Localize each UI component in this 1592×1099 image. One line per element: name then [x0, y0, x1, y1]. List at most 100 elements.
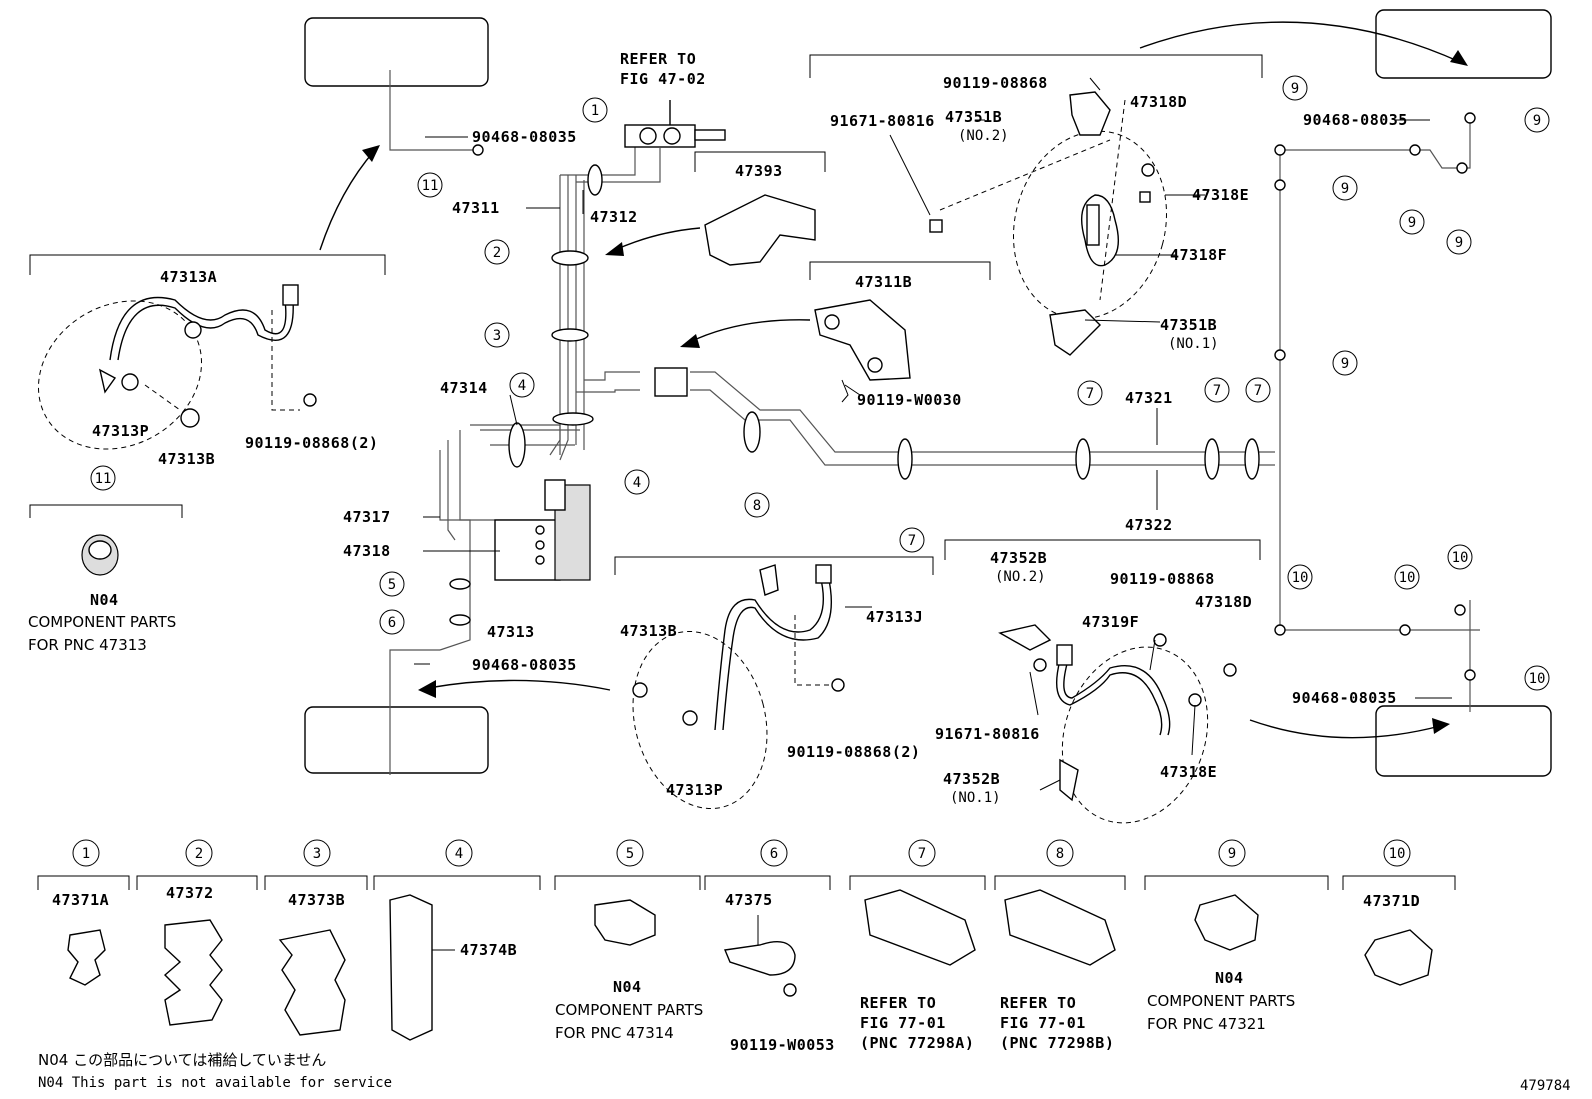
abs-actuator-icon: [494, 479, 591, 581]
label-47372: 47372: [166, 884, 214, 902]
label-no1-top: (NO.1): [1168, 336, 1219, 352]
label-47371A: 47371A: [52, 891, 109, 909]
label-47313P-mid: 47313P: [666, 781, 723, 799]
pipe-clamps: [449, 164, 1260, 626]
three-way-connector: [654, 367, 688, 397]
bottom-circle-5: 5: [616, 839, 644, 867]
svg-text:9: 9: [1533, 113, 1541, 129]
svg-text:10: 10: [1452, 550, 1469, 566]
label-91671-80816-top: 91671-80816: [830, 112, 935, 130]
label-47311: 47311: [452, 199, 500, 217]
screw-90119-W0053-icon: [783, 983, 797, 997]
svg-text:7: 7: [1086, 386, 1094, 402]
svg-text:10: 10: [1529, 671, 1546, 687]
label-refer-7-3: (PNC 77298A): [860, 1034, 974, 1052]
label-47352B-top: 47352B: [990, 549, 1047, 567]
circle-ref-3: 3: [484, 322, 510, 348]
label-47311B: 47311B: [855, 273, 912, 291]
bottom-circle-1: 1: [72, 839, 100, 867]
svg-text:2: 2: [493, 245, 501, 261]
circle-ref-7-d: 7: [1245, 377, 1271, 403]
circle-ref-5: 5: [379, 571, 405, 597]
label-90119-08868-2-left: 90119-08868(2): [245, 434, 378, 452]
label-90119-08868-top: 90119-08868: [943, 74, 1048, 92]
clamp-47375-icon: [724, 941, 796, 976]
clip-47373B-icon: [278, 929, 346, 1036]
label-refer-to: REFER TO: [620, 50, 696, 68]
label-47374B: 47374B: [460, 941, 517, 959]
svg-text:6: 6: [770, 846, 778, 862]
label-90119-W0030: 90119-W0030: [857, 391, 962, 409]
label-47321: 47321: [1125, 389, 1173, 407]
svg-text:4: 4: [455, 846, 463, 862]
part-labels: REFER TO FIG 47-02 90468-08035 47311 473…: [28, 50, 1408, 806]
bottom-circle-2: 2: [185, 839, 213, 867]
svg-text:4: 4: [518, 378, 526, 394]
label-47313A: 47313A: [160, 268, 217, 286]
label-47318E-bot: 47318E: [1160, 763, 1217, 781]
label-47319F: 47319F: [1082, 613, 1139, 631]
svg-text:9: 9: [1291, 81, 1299, 97]
bracket-47311B-icon: [814, 299, 911, 403]
label-47351B-top: 47351B: [945, 108, 1002, 126]
grommet-icon: [81, 534, 119, 576]
circle-ref-7-a: 7: [899, 527, 925, 553]
arrow-47393: [614, 227, 701, 251]
circle-ref-6: 6: [379, 609, 405, 635]
flex-hose-47319F-icon: [998, 624, 1237, 824]
circle-ref-8: 8: [744, 492, 770, 518]
svg-text:5: 5: [388, 577, 396, 593]
label-no1-bot: (NO.1): [950, 790, 1001, 806]
label-refer-8-2: FIG 77-01: [1000, 1014, 1086, 1032]
svg-text:7: 7: [908, 533, 916, 549]
circle-ref-9-a: 9: [1282, 75, 1308, 101]
clip-7-icon: [864, 889, 976, 966]
leader-lines: [414, 77, 1452, 791]
bottom-circle-9: 9: [1218, 839, 1246, 867]
circle-ref-4-mid: 4: [624, 469, 650, 495]
svg-text:3: 3: [493, 328, 501, 344]
figure-id: 479784: [1520, 1078, 1571, 1094]
rear-left-ref-box: [304, 706, 489, 774]
label-refer-8-1: REFER TO: [1000, 994, 1076, 1012]
footer-note-jp: N04 この部品については補給していません: [38, 1051, 326, 1069]
label-90468-08035-right-top: 90468-08035: [1303, 111, 1408, 129]
svg-text:9: 9: [1455, 235, 1463, 251]
svg-text:2: 2: [195, 846, 203, 862]
circle-ref-9-f: 9: [1524, 107, 1550, 133]
label-47375: 47375: [725, 891, 773, 909]
svg-text:11: 11: [422, 178, 439, 194]
svg-text:1: 1: [82, 846, 90, 862]
circle-ref-4-top: 4: [509, 372, 535, 398]
bottom-circle-8: 8: [1046, 839, 1074, 867]
bracket-47393-icon: [704, 194, 816, 266]
circle-ref-7-b: 7: [1077, 380, 1103, 406]
circle-ref-11-left: 11: [90, 465, 116, 491]
circle-ref-10-a: 10: [1287, 564, 1313, 590]
clip-47372-icon: [163, 919, 223, 1026]
label-47371D: 47371D: [1363, 892, 1420, 910]
label-for-pnc-47313: FOR PNC 47313: [28, 636, 147, 654]
bottom-parts-row: 1 2 3 4 5 6 7 8 9 10 47371A 47372 47373B…: [37, 839, 1456, 1054]
label-47393: 47393: [735, 162, 783, 180]
label-90119-08868-right: 90119-08868: [1110, 570, 1215, 588]
front-right-ref-box: [1375, 9, 1552, 79]
svg-text:10: 10: [1292, 570, 1309, 586]
circle-ref-9-e: 9: [1446, 229, 1472, 255]
circle-ref-9-d: 9: [1399, 209, 1425, 235]
svg-text:10: 10: [1399, 570, 1416, 586]
clip-n04-314-icon: [594, 899, 656, 946]
arrow-to-rear-right: [1249, 719, 1441, 739]
label-no2-bot: (NO.2): [995, 569, 1046, 585]
circle-ref-10-b: 10: [1394, 564, 1420, 590]
label-90119-08868-2-mid: 90119-08868(2): [787, 743, 920, 761]
label-refer-7-1: REFER TO: [860, 994, 936, 1012]
label-47351B-bot: 47351B: [1160, 316, 1217, 334]
arrow-to-front-left: [319, 149, 376, 251]
label-47314: 47314: [440, 379, 488, 397]
label-47317: 47317: [343, 508, 391, 526]
label-47318D-top: 47318D: [1130, 93, 1187, 111]
circle-ref-9-c: 9: [1332, 350, 1358, 376]
clip-47371D-icon: [1364, 929, 1433, 986]
label-refer-7-2: FIG 77-01: [860, 1014, 946, 1032]
